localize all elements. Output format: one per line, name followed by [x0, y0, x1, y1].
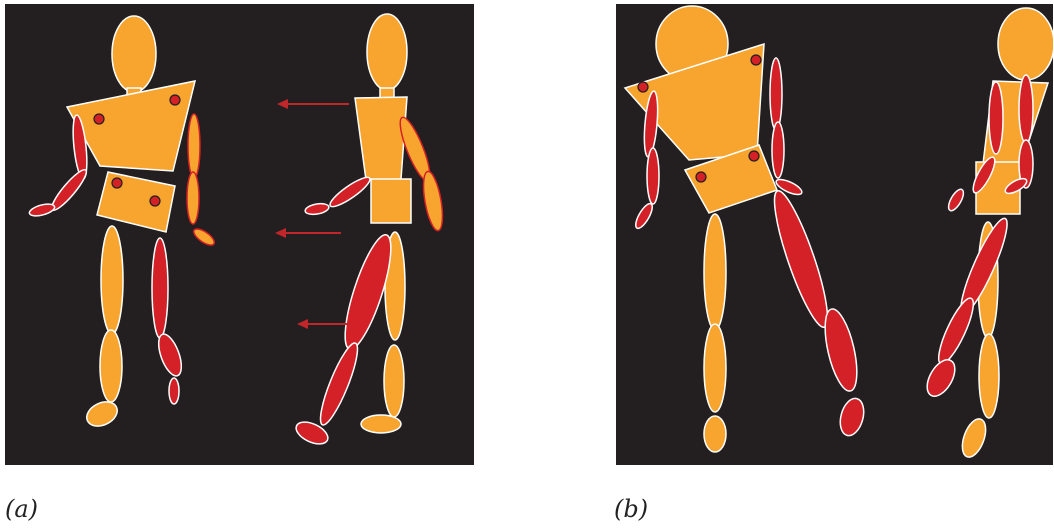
panel-a-figure [5, 4, 474, 465]
b1-foot-left [704, 416, 726, 452]
a1-joint-marker [150, 196, 160, 206]
b2-upper-arm-far [989, 82, 1003, 154]
a2-pelvis [371, 179, 411, 223]
a1-shin-left [100, 330, 122, 402]
a1-joint-marker [112, 178, 122, 188]
panel-b-drawing [616, 4, 1053, 465]
caption-panel-b: (b) [614, 495, 648, 523]
a-arrow-knee-head [297, 319, 308, 329]
b1-forearm-left [647, 148, 659, 204]
a1-forearm-right [187, 172, 199, 224]
a2-shin-near [384, 345, 404, 417]
caption-panel-a: (a) [5, 495, 38, 523]
a2-hand-far [304, 202, 329, 216]
a2-head [367, 14, 407, 90]
a1-hand-left [28, 202, 56, 218]
a1-upper-arm-right [188, 114, 200, 178]
b2-head [998, 8, 1053, 80]
a2-upper-torso [355, 97, 407, 180]
a1-joint-marker [94, 114, 104, 124]
b1-shin-left [704, 324, 726, 412]
a1-thigh-left [101, 226, 123, 334]
a2-shin-far [314, 340, 364, 428]
b2-foot-far [921, 355, 960, 401]
a1-thigh-right [152, 238, 168, 338]
b2-upper-arm-near [1019, 75, 1033, 143]
b1-joint-marker [751, 55, 761, 65]
a1-pelvis [97, 172, 175, 232]
a1-foot-right [169, 378, 179, 404]
a2-forearm-far [327, 173, 373, 210]
b1-hand-left [633, 201, 656, 230]
b1-joint-marker [696, 172, 706, 182]
b1-joint-marker [749, 151, 759, 161]
a1-joint-marker [170, 95, 180, 105]
b1-thigh-right [765, 187, 836, 332]
b1-foot-right [836, 396, 867, 438]
panel-b-figure [616, 4, 1053, 465]
a1-foot-left [83, 397, 121, 430]
a-arrow-hip-head [275, 228, 286, 238]
b1-forearm-right [772, 122, 784, 178]
a2-forearm-near [420, 170, 446, 232]
a1-hand-right [191, 226, 216, 248]
b1-joint-marker [638, 82, 648, 92]
b2-shin-near [979, 334, 999, 418]
a1-head [112, 16, 156, 92]
panel-a-drawing [5, 4, 474, 465]
b1-shin-right [819, 306, 863, 394]
b2-foot-near [958, 416, 990, 460]
a2-foot-near [361, 415, 401, 433]
a1-shin-right [154, 331, 186, 379]
a-arrow-shoulder-head [277, 99, 288, 109]
b1-thigh-left [704, 214, 726, 330]
b2-hand-far [946, 187, 967, 213]
b2-shin-far [933, 295, 980, 368]
b1-upper-arm-right [770, 58, 782, 130]
